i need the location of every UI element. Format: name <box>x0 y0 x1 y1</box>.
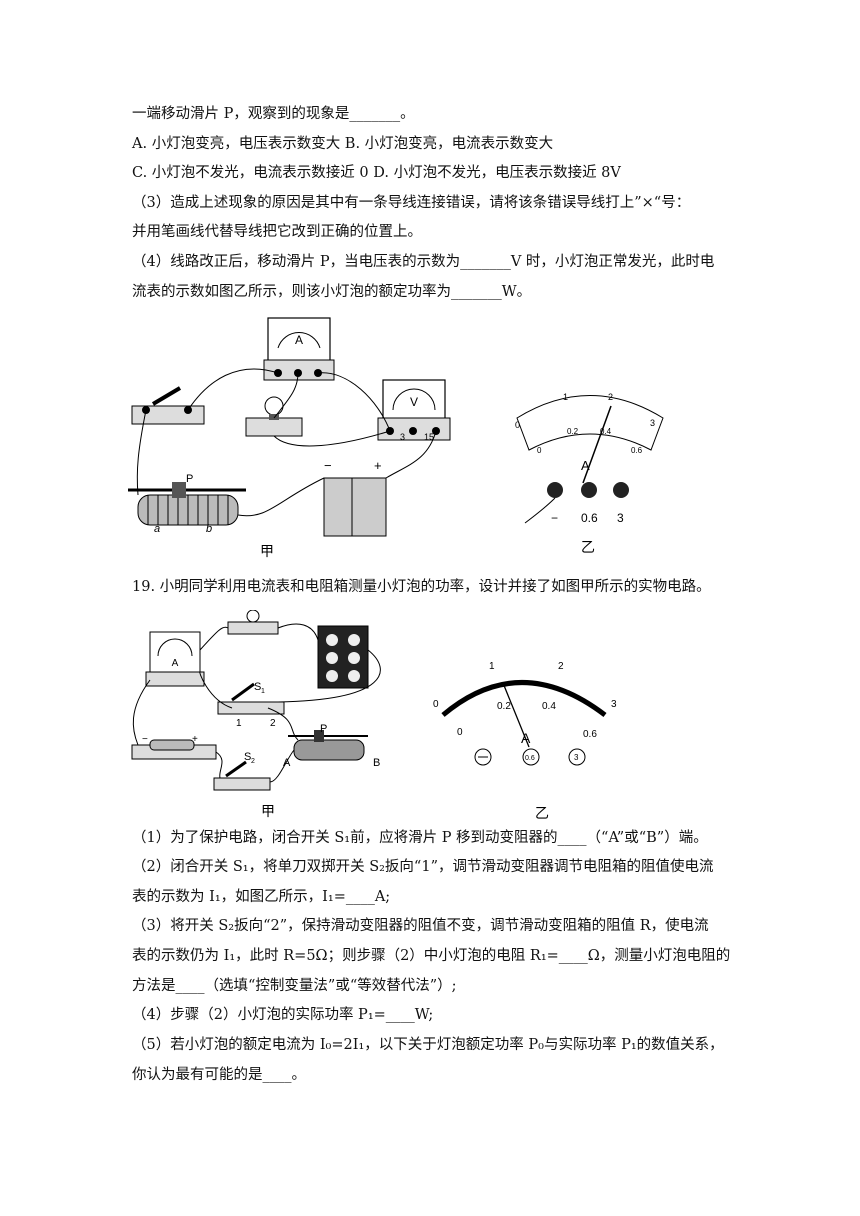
q19-part3-line1: （3）将开关 S₂扳向“2”，保持滑动变阻器的阻值不变，调节滑动变阻箱的阻值 R… <box>132 918 709 934</box>
svg-text:1: 1 <box>563 392 568 402</box>
ammeter-icon: A <box>145 631 205 687</box>
voltmeter-terminal-3: 3 <box>400 432 405 442</box>
svg-text:3: 3 <box>611 699 617 710</box>
svg-text:0.6: 0.6 <box>583 729 597 740</box>
q19-intro: 19. 小明同学利用电流表和电阻箱测量小灯泡的功率，设计并接了如图甲所示的实物电… <box>132 579 711 595</box>
svg-text:0: 0 <box>457 727 463 738</box>
terminal-3 <box>613 482 629 498</box>
dial-unit-label: A <box>581 458 590 473</box>
battery-minus-label: − <box>324 458 332 473</box>
terminal-minus <box>547 482 563 498</box>
rheostat-icon: P A B <box>283 723 380 769</box>
resistance-box-icon <box>317 625 369 689</box>
svg-text:P: P <box>320 723 327 735</box>
q19-part3-line2: 表的示数仍为 I₁，此时 R=5Ω；则步骤（2）中小灯泡的电阻 R₁=____Ω… <box>132 948 731 964</box>
q19-part1: （1）为了保护电路，闭合开关 S₁前，应将滑片 P 移到动变阻器的____（“A… <box>132 830 708 846</box>
svg-text:S: S <box>254 681 261 693</box>
q18-part3-line1: （3）造成上述现象的原因是其中有一条导线连接错误，请将该条错误导线打上”×“号： <box>132 195 691 211</box>
q19-circuit-figure: A S 1 1 2 − + S 2 P A <box>131 610 381 820</box>
svg-text:0.6: 0.6 <box>525 755 535 762</box>
q19-part4: （4）步骤（2）小灯泡的实际功率 P₁=____W; <box>132 1007 434 1023</box>
svg-text:−: − <box>142 734 148 745</box>
voltmeter-icon: V 3 15 <box>377 379 451 442</box>
svg-text:S: S <box>244 751 251 763</box>
q18-options-cd: C. 小灯泡不发光，电流表示数接近 0 D. 小灯泡不发光，电压表示数接近 8V <box>132 165 621 181</box>
figure-jia-caption: 甲 <box>260 544 274 560</box>
svg-text:0.6: 0.6 <box>631 446 643 455</box>
svg-text:1: 1 <box>489 661 495 672</box>
svg-text:A: A <box>172 658 179 669</box>
rheostat-icon: P a b <box>128 473 246 535</box>
switch-s1-icon: S 1 1 2 <box>217 681 285 729</box>
q19-part5-line2: 你认为最有可能的是____。 <box>132 1067 306 1083</box>
slider-label: P <box>186 473 193 485</box>
svg-text:0: 0 <box>515 420 520 430</box>
q18-ammeter-dial: 0 1 2 3 0 0.2 0.4 0.6 A − 0.6 3 乙 <box>515 392 664 556</box>
svg-text:2: 2 <box>558 661 564 672</box>
svg-text:2: 2 <box>251 758 255 765</box>
q19-part2-line2: 表的示数为 I₁，如图乙所示，I₁=____A; <box>132 889 391 905</box>
figure-yi-caption: 乙 <box>581 540 595 556</box>
svg-text:3: 3 <box>650 418 655 428</box>
svg-text:A: A <box>521 730 531 746</box>
svg-text:0: 0 <box>433 699 439 710</box>
battery-icon: − + <box>131 734 217 760</box>
q19-part2-line1: （2）闭合开关 S₁，将单刀双掷开关 S₂扳向“1”，调节滑动变阻器调节电阻箱的… <box>132 859 714 875</box>
q19-part5-line1: （5）若小灯泡的额定电流为 I₀=2I₁，以下关于灯泡额定功率 P₀与实际功率 … <box>132 1037 724 1053</box>
svg-text:1: 1 <box>261 688 265 695</box>
svg-text:0: 0 <box>537 446 542 455</box>
terminal-minus <box>474 748 492 766</box>
q19-part3-line3: 方法是____（选填“控制变量法”或“等效替代法”）; <box>132 978 457 994</box>
q18-options-ab: A. 小灯泡变亮，电压表示数变大 B. 小灯泡变亮，电流表示数变大 <box>132 136 554 152</box>
svg-text:2: 2 <box>608 392 613 402</box>
svg-text:0.2: 0.2 <box>497 701 511 712</box>
svg-text:1: 1 <box>236 718 242 729</box>
switch-s2-icon: S 2 <box>213 751 271 791</box>
svg-text:0.4: 0.4 <box>542 701 556 712</box>
svg-text:0.6: 0.6 <box>581 511 598 525</box>
terminal-06 <box>581 482 597 498</box>
battery-plus-label: + <box>374 458 382 473</box>
voltmeter-label: V <box>410 395 418 409</box>
ammeter-label: A <box>295 333 303 347</box>
q18-part3-line2: 并用笔画线代替导线把它改到正确的位置上。 <box>132 224 422 240</box>
svg-text:3: 3 <box>617 511 624 525</box>
figure-jia-caption: 甲 <box>261 804 275 820</box>
lamp-icon <box>245 396 303 437</box>
dial-needle <box>502 682 530 748</box>
q18-part4-line1: （4）线路改正后，移动滑片 P，当电压表的示数为_______V 时，小灯泡正常… <box>132 254 715 270</box>
q19-ammeter-dial: 0 1 2 3 0 0.2 0.4 0.6 A 0.6 3 乙 <box>433 661 617 822</box>
terminal-3 <box>568 748 586 766</box>
rheostat-b-label: b <box>206 523 212 535</box>
svg-text:0.4: 0.4 <box>600 427 612 436</box>
lamp-icon <box>227 610 279 635</box>
q18-line1: 一端移动滑片 P，观察到的现象是_______。 <box>132 106 415 122</box>
svg-text:3: 3 <box>574 753 579 762</box>
ammeter-icon: A <box>263 317 335 381</box>
svg-text:−: − <box>551 511 558 525</box>
dial-needle <box>582 405 612 484</box>
svg-text:A: A <box>283 757 291 769</box>
figure-yi-caption: 乙 <box>535 806 549 822</box>
q18-part4-line2: 流表的示数如图乙所示，则该小灯泡的额定功率为_______W。 <box>132 284 532 300</box>
voltmeter-terminal-15: 15 <box>424 432 434 442</box>
svg-text:2: 2 <box>270 718 276 729</box>
svg-text:0.2: 0.2 <box>567 427 579 436</box>
battery-icon: − + <box>323 458 387 537</box>
rheostat-a-label: a <box>154 523 160 535</box>
svg-text:B: B <box>373 757 380 769</box>
svg-text:+: + <box>192 734 198 745</box>
q18-circuit-figure: A V 3 15 P a b − <box>128 317 451 560</box>
terminal-06 <box>522 748 540 766</box>
switch-icon <box>131 386 205 425</box>
